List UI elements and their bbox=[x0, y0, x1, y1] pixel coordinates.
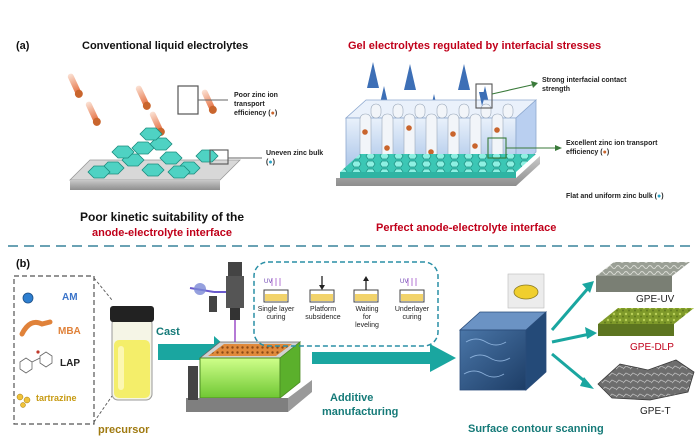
poor-transport-note: Poor zinc ion transport efficiency (●) bbox=[234, 92, 278, 117]
uneven-zinc-note: Uneven zinc bulk (●) bbox=[266, 150, 324, 166]
gel-electrolyte-scene bbox=[336, 62, 562, 186]
right-caption: Perfect anode-electrolyte interface bbox=[376, 222, 557, 234]
gel-anode-slab bbox=[336, 156, 540, 186]
tartrazine-molecule-icon bbox=[16, 393, 31, 408]
step-waiting-leveling-icon bbox=[353, 276, 379, 303]
mba-molecule-icon bbox=[19, 319, 53, 337]
gpe-dlp-surface-top bbox=[598, 308, 694, 324]
liquid-electrolyte-scene bbox=[67, 73, 262, 190]
uv-label-step4: UV bbox=[400, 279, 409, 285]
component-tartrazine: tartrazine bbox=[36, 393, 77, 403]
dlp-printer bbox=[186, 262, 312, 412]
scan-output-arrows bbox=[550, 281, 597, 389]
precursor-vial bbox=[110, 306, 154, 401]
left-caption-line1: Poor kinetic suitability of the bbox=[80, 210, 245, 224]
contact-highlight-box bbox=[475, 83, 493, 109]
component-lap: LAP bbox=[60, 358, 80, 369]
process-step-icons bbox=[263, 276, 425, 303]
zinc-highlight-box bbox=[209, 149, 229, 165]
am-molecule-icon bbox=[22, 292, 34, 304]
contact-callout-line bbox=[491, 83, 537, 95]
step-underlayer-icon bbox=[399, 278, 425, 303]
gel-electrolyte-title: Gel electrolytes regulated by interfacia… bbox=[348, 40, 602, 52]
step-single-layer-icon bbox=[263, 278, 289, 303]
flat-zinc-layer-top bbox=[340, 154, 536, 172]
contact-strength-note: Strong interfacial contact strength bbox=[542, 77, 627, 93]
falling-zinc-ions bbox=[67, 73, 217, 136]
printed-gel-cube bbox=[458, 311, 548, 391]
panel-b-label: (b) bbox=[16, 258, 31, 270]
excellent-transport-note: Excellent zinc ion transport efficiency … bbox=[566, 140, 658, 156]
output-gpe-t: GPE-T bbox=[640, 406, 671, 417]
components-box bbox=[13, 275, 95, 425]
gpe-t-surface bbox=[597, 359, 695, 401]
scan-label: Surface contour scanning bbox=[468, 423, 604, 435]
gpe-dlp-surface-side bbox=[598, 324, 674, 336]
output-gpe-uv: GPE-UV bbox=[636, 294, 675, 305]
process-steps-box bbox=[253, 261, 439, 347]
component-mba: MBA bbox=[58, 326, 81, 337]
flat-zinc-note: Flat and uniform zinc bulk (●) bbox=[566, 193, 664, 200]
contact-callout-head bbox=[531, 81, 538, 88]
liquid-electrolyte-title: Conventional liquid electrolytes bbox=[82, 40, 249, 52]
gpe-uv-surface-side bbox=[596, 276, 672, 292]
panel-a-label: (a) bbox=[16, 40, 30, 52]
gpe-uv-surface-top bbox=[596, 262, 690, 276]
uneven-zinc-deposits bbox=[87, 127, 219, 179]
flat-zinc-layer-front bbox=[340, 172, 516, 178]
output-gpe-dlp: GPE-DLP bbox=[630, 342, 674, 353]
zinc-ions-in-channels bbox=[362, 125, 500, 155]
ion-channels bbox=[359, 103, 514, 167]
zoom-line-top bbox=[93, 277, 113, 301]
component-icons bbox=[16, 292, 53, 408]
zoom-line-bottom bbox=[93, 395, 113, 423]
left-caption-line2: anode-electrolyte interface bbox=[92, 227, 232, 239]
precursor-label: precursor bbox=[98, 424, 150, 436]
gel-side-face bbox=[515, 99, 537, 171]
component-am: AM bbox=[62, 292, 78, 303]
additive-label-line2: manufacturing bbox=[322, 406, 399, 418]
transport-callout-head bbox=[555, 145, 562, 151]
zinc-anode-slab-side bbox=[70, 180, 220, 190]
lap-molecule-icon bbox=[19, 350, 53, 374]
step-platform-subsidence-icon bbox=[309, 276, 335, 303]
uv-label-step1: UV bbox=[264, 279, 273, 285]
contact-arrow-icon bbox=[479, 92, 486, 106]
additive-arrow bbox=[312, 344, 456, 372]
gel-photo-sample bbox=[513, 284, 539, 300]
ion-highlight-box bbox=[177, 85, 199, 115]
cast-label: Cast bbox=[156, 326, 180, 338]
additive-label-line1: Additive bbox=[330, 392, 374, 404]
